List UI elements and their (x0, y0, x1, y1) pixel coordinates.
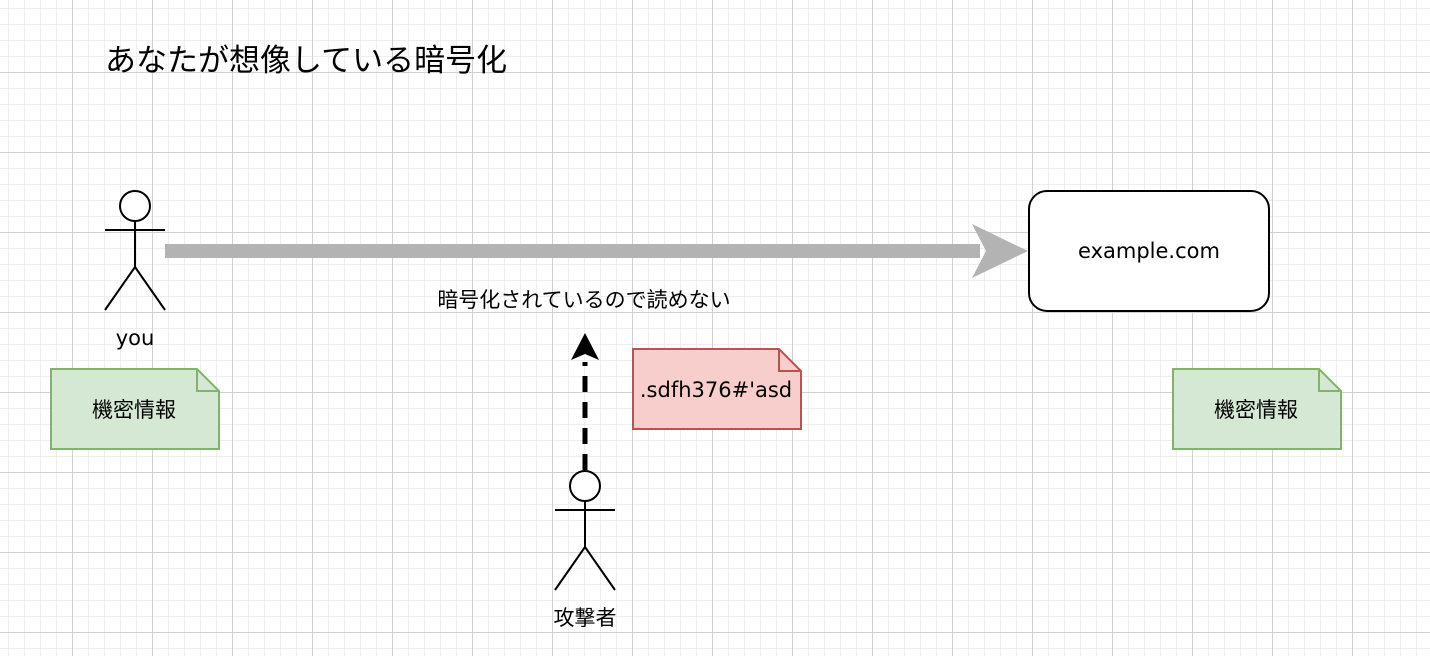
attacker-actor-icon[interactable] (554, 470, 616, 591)
server-label: example.com (1078, 239, 1220, 263)
attacker-intercept-arrow[interactable] (571, 333, 599, 470)
secret-note-left[interactable]: 機密情報 (50, 368, 220, 450)
ciphertext-note[interactable]: .sdfh376#'asd (632, 348, 802, 430)
secret-note-left-text: 機密情報 (92, 398, 176, 422)
server-box[interactable]: example.com (1028, 190, 1270, 312)
user-label: you (116, 326, 155, 350)
user-actor-icon[interactable] (104, 190, 166, 311)
attacker-label: 攻撃者 (554, 606, 617, 630)
secret-note-right-text: 機密情報 (1214, 398, 1298, 422)
encrypted-flow-arrow[interactable] (165, 224, 1028, 278)
diagram-title: あなたが想像している暗号化 (105, 43, 507, 79)
secret-note-right[interactable]: 機密情報 (1172, 368, 1342, 450)
flow-caption: 暗号化されているので読めない (437, 288, 730, 312)
ciphertext-text: .sdfh376#'asd (640, 378, 792, 402)
